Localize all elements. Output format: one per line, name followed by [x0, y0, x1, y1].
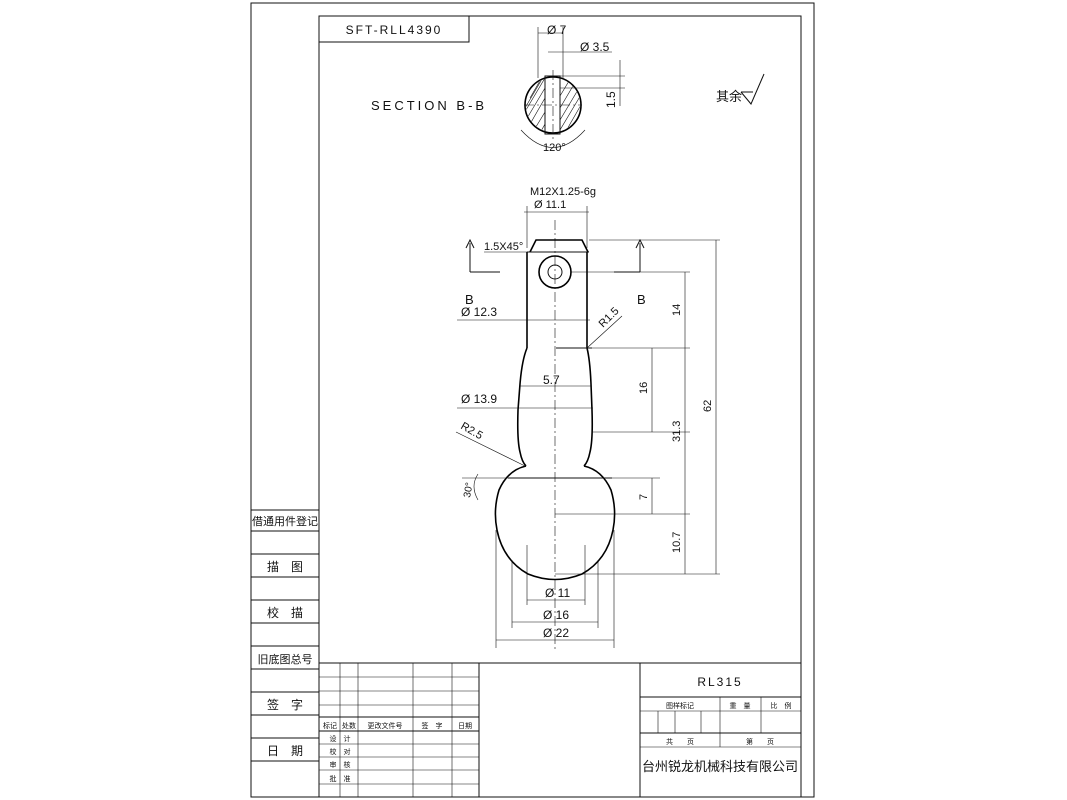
check-label: 校 描: [267, 605, 303, 620]
dim-ball-dia-16: Ø 16: [543, 608, 569, 622]
dim-len-10-7: 10.7: [671, 532, 683, 553]
dim-section-angle: 120°: [543, 142, 566, 154]
main-view: B B M12X1.25-6g Ø 11.1 1.5X45° Ø 12.3 R1…: [455, 186, 720, 650]
dim-len-16: 16: [638, 382, 650, 394]
roughness-label: 其余: [716, 89, 742, 105]
dim-thread: M12X1.25-6g: [530, 186, 596, 198]
reg-label: 借通用件登记: [252, 514, 318, 528]
dim-chamfer: 1.5X45°: [484, 241, 523, 253]
draw-label: 描 图: [267, 560, 303, 574]
old-no-label: 旧底图总号: [258, 652, 313, 666]
dim-fillet-low: R2.5: [459, 420, 485, 442]
col-header-mark: 标记: [323, 721, 337, 730]
row-label-approve: 批 准: [330, 774, 351, 783]
date-label: 日 期: [267, 744, 303, 758]
part-code-box: SFT-RLL4390: [318, 15, 470, 43]
row-label-design: 设 计: [330, 734, 351, 743]
section-view: SECTION B-B Ø 7 Ø 3.5: [371, 23, 625, 154]
dim-len-62: 62: [702, 400, 714, 412]
dim-len-31-3: 31.3: [671, 421, 683, 442]
weight-label: 重 量: [730, 702, 751, 710]
title-block: 标记 处数 更改文件号 签 字 日期 设 计 校 对 审 核 批 准 RL315…: [319, 662, 801, 797]
section-mark-right: B: [637, 292, 646, 307]
inner-frame: [318, 15, 802, 798]
dim-width-mid: 5.7: [543, 373, 560, 387]
sheet-label: 第 页: [746, 737, 774, 746]
dim-ball-angle: 30°: [462, 482, 475, 499]
dim-section-depth: 1.5: [604, 91, 618, 108]
dim-neck-dia: Ø 12.3: [461, 305, 497, 319]
col-header-count: 处数: [342, 721, 356, 730]
dim-thread-dia: Ø 11.1: [534, 199, 566, 211]
col-header-date: 日期: [458, 722, 472, 730]
row-label-review: 审 核: [330, 760, 351, 769]
total-pages-label: 共 页: [666, 737, 694, 746]
stage-label: 图样标记: [666, 701, 694, 710]
dim-len-14: 14: [671, 304, 683, 316]
company-name: 台州锐龙机械科技有限公司: [642, 760, 798, 775]
dim-body-dia: Ø 13.9: [461, 392, 497, 406]
sign-label: 签 字: [267, 697, 303, 712]
part-code: SFT-RLL4390: [346, 23, 443, 37]
row-label-check: 校 对: [330, 747, 351, 756]
dim-section-dia-outer: Ø 7: [547, 23, 567, 37]
dim-ball-dia-22: Ø 22: [543, 626, 569, 640]
section-title: SECTION B-B: [371, 98, 487, 113]
dim-ball-dia-11: Ø 11: [545, 586, 570, 600]
scale-label: 比 例: [771, 701, 792, 710]
part-name: RL315: [697, 675, 742, 689]
roughness-note: 其余: [716, 73, 765, 105]
section-mark-left: B: [465, 292, 474, 307]
dim-section-dia-inner: Ø 3.5: [580, 40, 610, 54]
roughness-symbol: [740, 73, 765, 105]
dim-fillet-top: R1.5: [597, 305, 622, 330]
col-header-sign: 签 字: [422, 721, 443, 730]
col-header-change-no: 更改文件号: [368, 721, 403, 730]
dim-len-7: 7: [638, 494, 650, 500]
side-register-block: 借通用件登记 描 图 校 描 旧底图总号 签 字 日 期: [251, 509, 319, 762]
